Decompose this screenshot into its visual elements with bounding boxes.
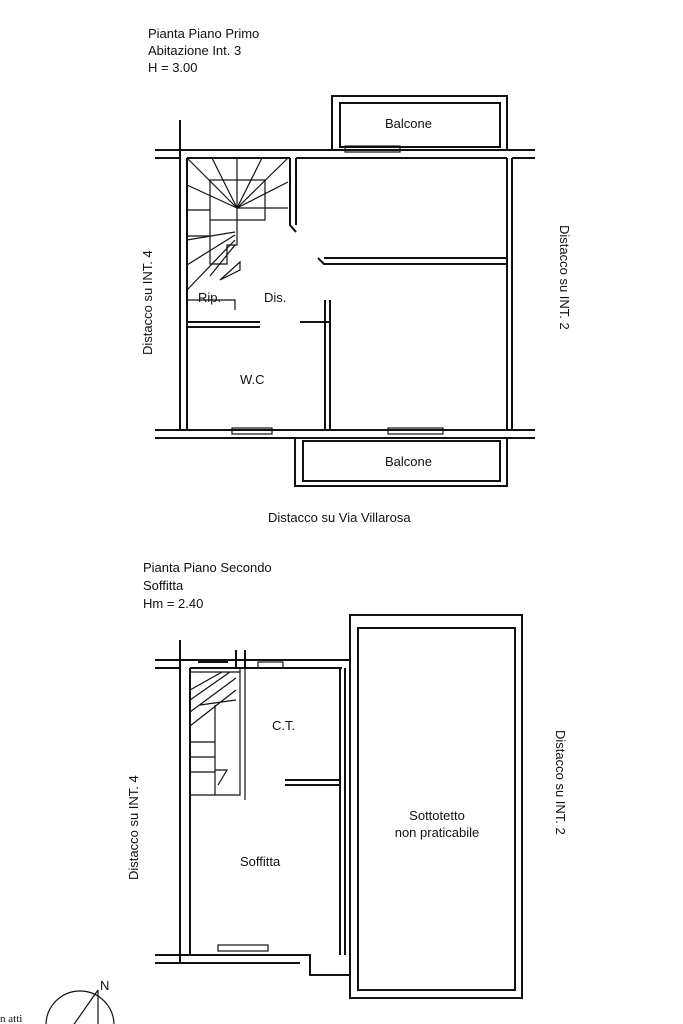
balcony-bottom — [294, 437, 508, 487]
compass-needle-icon — [73, 989, 99, 1024]
plan1-subtitle: Abitazione Int. 3 — [148, 43, 241, 58]
compass-north: N — [100, 978, 109, 993]
label-non-praticabile: non praticabile — [395, 825, 480, 840]
wall-interior — [285, 779, 340, 786]
north-compass: N — [45, 978, 115, 1024]
plan2-subtitle: Soffitta — [143, 578, 184, 593]
label-balcone-bottom: Balcone — [385, 454, 432, 469]
sottotetto-outer — [349, 614, 523, 999]
label-soffitta: Soffitta — [240, 854, 281, 869]
label-left-distacco: Distacco su INT. 4 — [126, 775, 141, 880]
staircase — [189, 668, 246, 800]
label-dis: Dis. — [264, 290, 286, 305]
plan2-title: Pianta Piano Secondo — [143, 560, 272, 575]
balcony-top-inner — [339, 102, 501, 148]
window — [257, 661, 284, 669]
plan1-title: Pianta Piano Primo — [148, 26, 259, 41]
wall-top — [155, 149, 535, 159]
window — [217, 944, 269, 952]
label-right-distacco: Distacco su INT. 2 — [557, 225, 572, 330]
plan1-height: H = 3.00 — [148, 60, 198, 75]
label-right-distacco: Distacco su INT. 2 — [553, 730, 568, 835]
wall-interior — [198, 650, 246, 668]
wall-left — [179, 120, 188, 430]
label-ct: C.T. — [272, 718, 295, 733]
label-wc: W.C — [240, 372, 265, 387]
wall-right — [506, 158, 513, 430]
wall-left — [179, 640, 191, 963]
plan2-height: Hm = 2.40 — [143, 596, 203, 611]
wall-bottom — [155, 954, 350, 976]
label-left-distacco: Distacco su INT. 4 — [140, 250, 155, 355]
plan-first-floor: Pianta Piano Primo Abitazione Int. 3 H =… — [140, 26, 572, 525]
compass-circle — [45, 990, 115, 1024]
window — [387, 427, 444, 435]
plan-second-floor: Pianta Piano Secondo Soffitta Hm = 2.40 … — [126, 560, 568, 999]
wall-top — [155, 659, 350, 669]
label-balcone-top: Balcone — [385, 116, 432, 131]
label-rip: Rip. — [198, 290, 221, 305]
staircase — [186, 157, 289, 310]
sottotetto-inner — [357, 627, 516, 991]
wall-bottom — [155, 429, 535, 439]
margin-note: n atti — [0, 1013, 22, 1024]
balcony-top — [331, 95, 508, 151]
label-bottom-distacco: Distacco su Via Villarosa — [268, 510, 411, 525]
window — [231, 427, 273, 435]
wall-interior — [289, 158, 297, 233]
balcony-bottom-inner — [302, 440, 501, 482]
wall-interior — [187, 321, 260, 328]
wall-interior — [317, 257, 507, 265]
wall-interior — [339, 668, 346, 955]
wall-interior — [300, 300, 331, 430]
label-sottotetto: Sottotetto — [409, 808, 465, 823]
